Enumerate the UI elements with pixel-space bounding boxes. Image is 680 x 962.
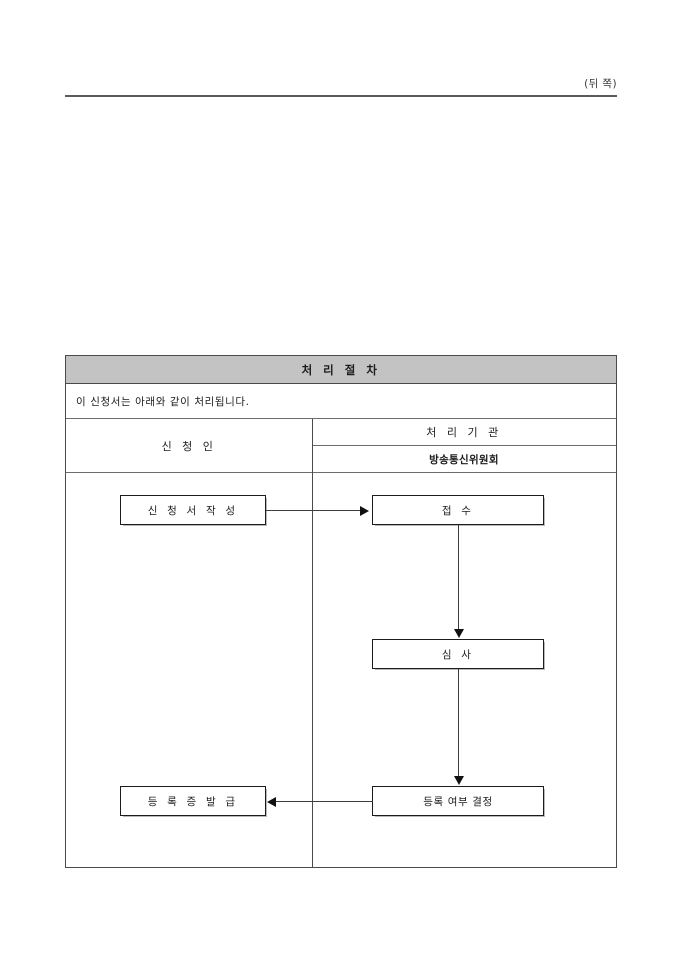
connector-apply-to-receipt-line xyxy=(266,510,361,511)
flow-diagram: 신 청 서 작 성 접 수 심 사 등록 여부 결정 등 록 증 발 급 xyxy=(66,473,616,867)
header-rule xyxy=(65,95,617,97)
column-header-applicant: 신 청 인 xyxy=(161,439,217,453)
column-header-agency-name: 방송통신위원회 xyxy=(429,454,499,466)
table-description: 이 신청서는 아래와 같이 처리됩니다. xyxy=(66,384,616,419)
page-header: (뒤 쪽) xyxy=(65,76,617,98)
flow-node-receipt: 접 수 xyxy=(372,495,544,525)
flow-node-review: 심 사 xyxy=(372,639,544,669)
connector-decide-to-issue-line xyxy=(275,801,373,802)
column-divider xyxy=(312,419,313,867)
flow-node-issue: 등 록 증 발 급 xyxy=(120,786,266,816)
column-header-agency-title: 처 리 기 관 xyxy=(312,419,616,446)
arrow-down-icon xyxy=(453,776,464,785)
processing-procedure-table: 처 리 절 차 이 신청서는 아래와 같이 처리됩니다. 신 청 인 처 리 기… xyxy=(65,355,617,868)
arrow-left-icon xyxy=(267,796,276,807)
flow-node-decide: 등록 여부 결정 xyxy=(372,786,544,816)
arrow-right-icon xyxy=(360,505,369,516)
column-header-agency: 처 리 기 관 방송통신위원회 xyxy=(312,419,616,472)
column-header-row: 신 청 인 처 리 기 관 방송통신위원회 xyxy=(66,419,616,473)
arrow-down-icon xyxy=(453,629,464,638)
connector-receipt-to-review-line xyxy=(458,525,459,630)
page-side-label: (뒤 쪽) xyxy=(584,78,617,90)
table-title: 처 리 절 차 xyxy=(66,356,616,384)
flow-node-apply: 신 청 서 작 성 xyxy=(120,495,266,525)
connector-review-to-decide-line xyxy=(458,669,459,777)
